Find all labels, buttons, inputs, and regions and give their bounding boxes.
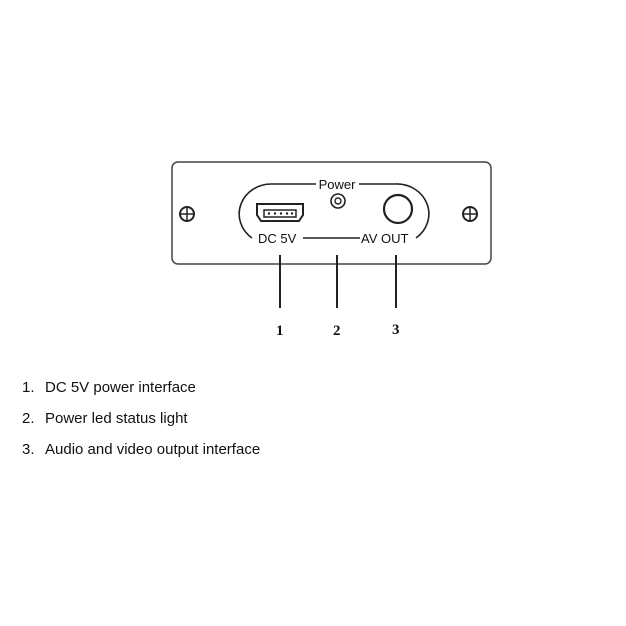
legend-item: 3. Audio and video output interface (22, 434, 260, 465)
callout-number-2: 2 (333, 323, 341, 339)
legend-text: Audio and video output interface (45, 441, 261, 458)
callout-number-3: 3 (392, 322, 400, 338)
legend-index: 3. (22, 441, 35, 458)
av-out-label: AV OUT (361, 231, 408, 246)
mini-usb-port-icon (256, 203, 304, 222)
legend-text: DC 5V power interface (45, 379, 196, 396)
device-panel-diagram: Power DC 5V AV OUT 1 2 3 (171, 161, 492, 339)
legend-item: 2. Power led status light (22, 403, 260, 434)
legend-index: 1. (22, 379, 35, 396)
power-label: Power (319, 177, 357, 192)
legend-index: 2. (22, 410, 35, 427)
power-led-icon (330, 193, 346, 209)
panel-outline (171, 161, 492, 265)
av-out-jack-icon (382, 193, 414, 225)
right-screw-icon (462, 206, 478, 222)
dc-5v-label: DC 5V (258, 231, 297, 246)
legend-text: Power led status light (45, 410, 188, 427)
port-group-outline (238, 183, 430, 239)
left-screw-icon (179, 206, 195, 222)
legend-item: 1. DC 5V power interface (22, 372, 260, 403)
legend-list: 1. DC 5V power interface 2. Power led stat… (22, 372, 260, 465)
callout-number-1: 1 (276, 323, 284, 339)
